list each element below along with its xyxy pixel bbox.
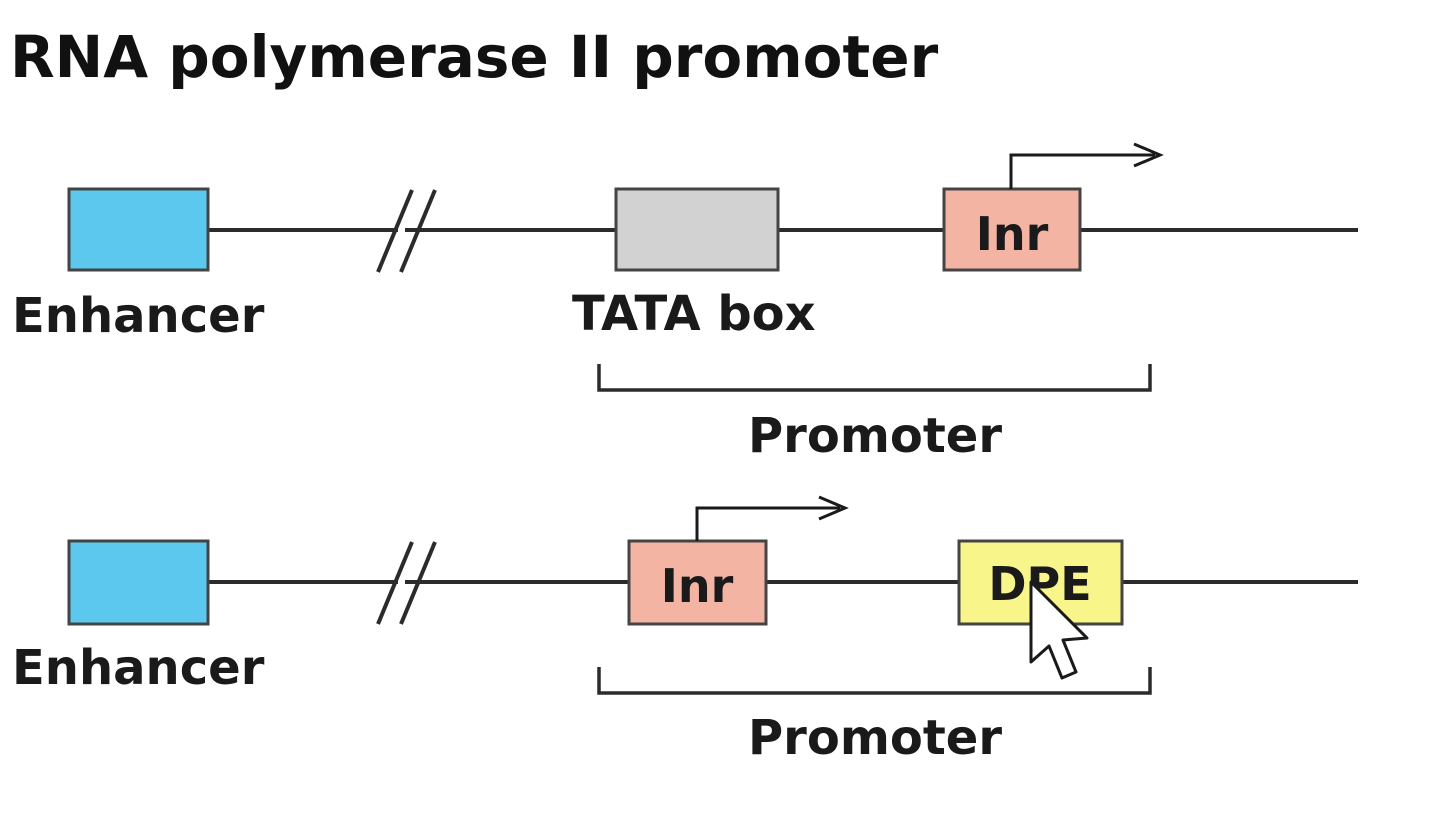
inr-label: Inr [976, 207, 1049, 261]
promoter-bracket [597, 667, 1152, 695]
double-slash-break-icon [376, 189, 437, 273]
promoter-label: Promoter [748, 710, 1002, 766]
enhancer-label: Enhancer [12, 288, 265, 344]
transcription-start-arrow-icon [1009, 142, 1164, 189]
promoter-bracket [597, 364, 1152, 392]
enhancer-box [67, 539, 210, 626]
double-slash-break-icon [376, 541, 437, 625]
diagram-title: RNA polymerase II promoter [10, 23, 939, 91]
tata-box [614, 187, 780, 272]
promoter-row-tata: Enhancer TATA box Inr Promoter [12, 142, 1358, 464]
inr-label: Inr [661, 559, 734, 613]
promoter-row-dpe: Enhancer Inr DPE Promoter [12, 495, 1358, 766]
enhancer-box [67, 187, 210, 272]
mouse-pointer-icon [1029, 580, 1089, 680]
enhancer-label: Enhancer [12, 640, 265, 696]
promoter-label: Promoter [748, 408, 1002, 464]
transcription-start-arrow-icon [695, 495, 849, 541]
tata-box-label: TATA box [572, 286, 816, 342]
